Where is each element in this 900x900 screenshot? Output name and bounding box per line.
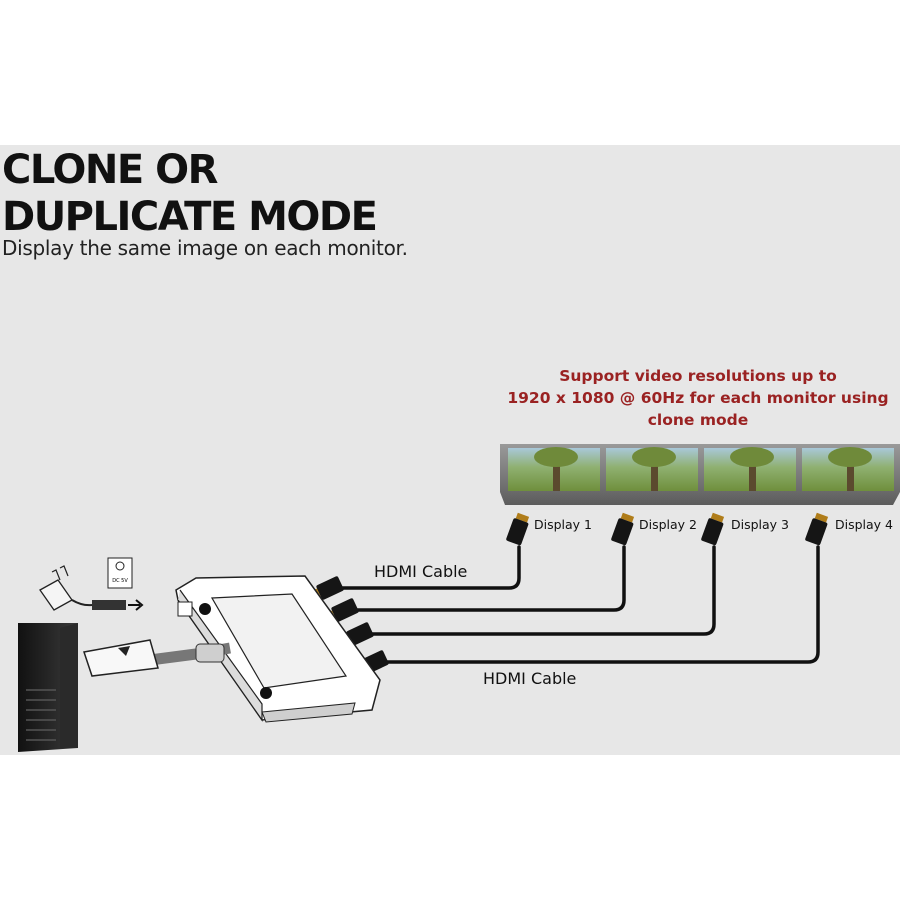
adapter-screw-icon	[199, 603, 211, 615]
usb-plug-icon	[83, 639, 159, 677]
tree-1-canopy	[534, 447, 578, 467]
hdmi-plug-icon	[611, 512, 635, 546]
monitor-1	[508, 447, 600, 491]
computer-tower-side	[60, 623, 78, 748]
hdmi-cable-3	[368, 545, 716, 636]
page-title: CLONE OR DUPLICATE MODE	[2, 147, 378, 241]
hdmi-cable-1	[338, 545, 521, 590]
usb-cable	[83, 639, 231, 677]
display-3-label: Display 3	[731, 517, 790, 532]
display-1-label: Display 1	[534, 517, 593, 532]
tree-1-trunk	[553, 458, 560, 491]
hdmi-cable-label-bottom: HDMI Cable	[483, 669, 577, 688]
dc-jack-hole-icon	[115, 561, 125, 571]
tree-2-canopy	[632, 447, 676, 467]
adapter-screw-icon	[260, 687, 272, 699]
tree-2-trunk	[651, 458, 658, 491]
display-2-label: Display 2	[639, 517, 698, 532]
hdmi-plug-icon	[701, 512, 725, 546]
monitor-3	[704, 447, 796, 491]
resolution-note: Support video resolutions up to 1920 x 1…	[498, 365, 898, 431]
monitor-group	[500, 444, 900, 505]
power-adapter-icon	[39, 579, 73, 611]
dc-jack-label: DC 5V	[112, 578, 128, 584]
computer-vents-icon	[26, 689, 56, 741]
page-subtitle: Display the same image on each monitor.	[2, 236, 408, 260]
power-cord	[71, 599, 93, 607]
power-barrel-icon	[92, 600, 126, 610]
power-prongs-icon	[51, 565, 69, 581]
tree-4-trunk	[847, 458, 854, 491]
usb-strain-relief	[195, 643, 225, 663]
power-supply: DC 5V	[39, 557, 144, 611]
resolution-note-line-2: 1920 x 1080 @ 60Hz for each monitor usin…	[507, 389, 889, 407]
monitor-4	[802, 447, 894, 491]
hdmi-cable-4	[383, 545, 820, 664]
monitor-plugs	[506, 512, 829, 546]
adapter-front-port	[261, 702, 356, 723]
tree-3-trunk	[749, 458, 756, 491]
title-line-1: CLONE OR	[2, 147, 218, 193]
power-port-icon	[177, 601, 193, 617]
hdmi-plug-icon	[805, 512, 829, 546]
arrow-right-icon	[128, 599, 144, 611]
tree-3-canopy	[730, 447, 774, 467]
adapter-top-panel	[210, 593, 348, 689]
tree-4-canopy	[828, 447, 872, 467]
resolution-note-line-1: Support video resolutions up to	[559, 367, 837, 385]
hdmi-cables	[338, 545, 820, 664]
monitor-2	[606, 447, 698, 491]
usb-symbol-icon	[118, 646, 130, 656]
computer-tower	[18, 623, 78, 752]
hdmi-plug-icon	[506, 512, 530, 546]
hdmi-cable-2	[353, 545, 626, 612]
resolution-note-line-3: clone mode	[647, 411, 749, 429]
dc-jack-icon	[107, 557, 133, 589]
display-4-label: Display 4	[835, 517, 894, 532]
title-line-2: DUPLICATE MODE	[2, 194, 378, 240]
hdmi-cable-label-top: HDMI Cable	[374, 562, 468, 581]
